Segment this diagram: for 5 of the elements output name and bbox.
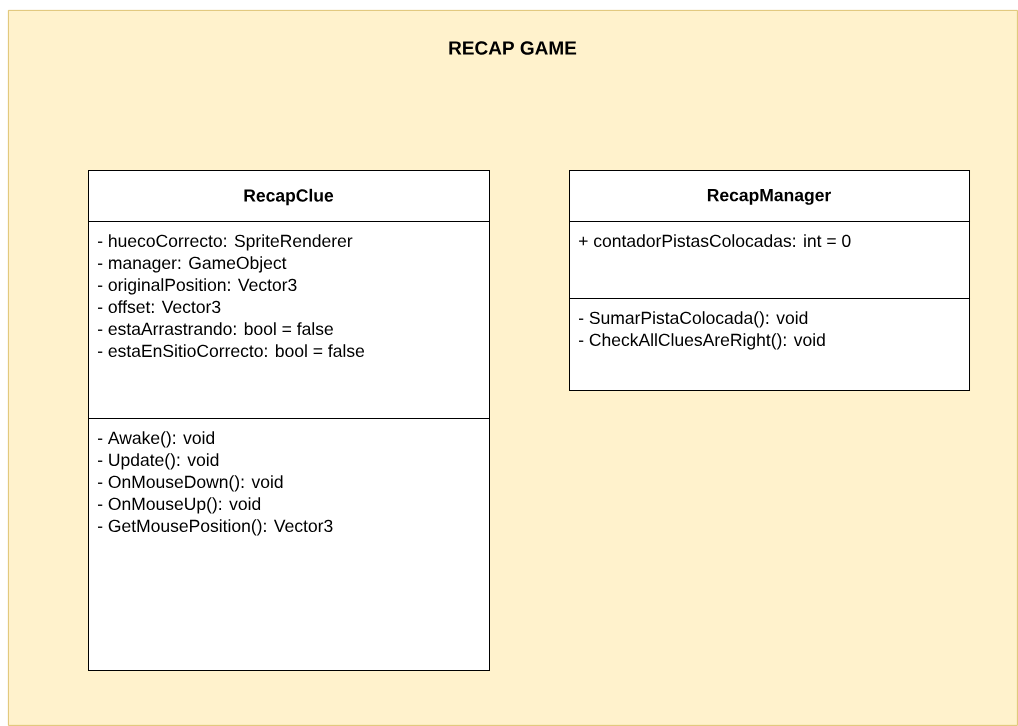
class-box: RecapManager [569,170,970,222]
class-compartment: - SumarPistaColocada(): void - CheckAllCluesAreRight(): void [569,298,970,391]
class-compartment: + contadorPistasColocadas: int = 0 [569,221,970,299]
class-box: RecapClue [88,170,490,222]
class-compartment: - Awake(): void - Update(): void - OnMouseDown(): void - OnMouseUp(): void - GetMousePosition(): Vector3 [88,418,490,671]
